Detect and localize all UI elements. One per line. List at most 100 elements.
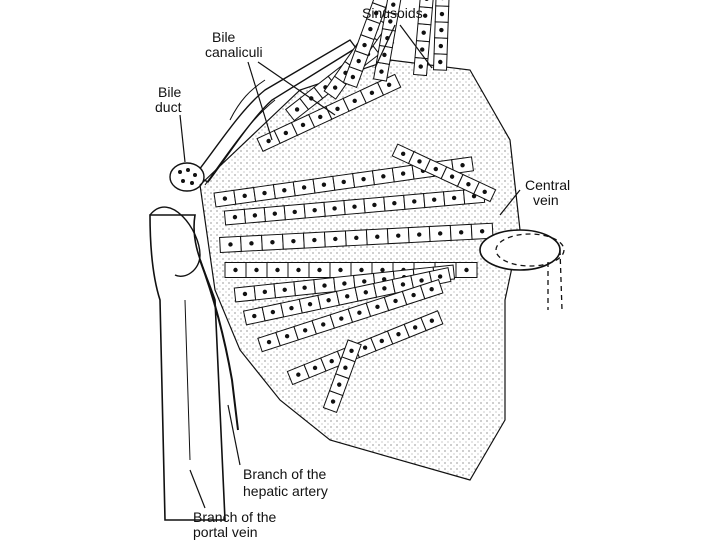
hepatocyte-nucleus [302,328,308,333]
hepatocyte-nucleus [337,382,342,387]
hepatocyte-nucleus [368,26,373,32]
portal-vein-inner-line [184,299,191,461]
hepatocyte-nucleus [439,11,445,17]
hepatocyte-nucleus [322,283,327,288]
hepatocyte-nucleus [438,59,443,65]
hepatocyte-nucleus [242,193,247,199]
label-sinusoids: Sinusoids [362,5,423,21]
hepatocyte-plates [213,0,497,414]
hepatocyte-nucleus [400,171,406,176]
hepatocyte-nucleus [438,43,444,49]
hepatocyte-plate [213,156,475,208]
hepatocyte-nucleus [372,202,377,208]
hepatocyte-nucleus [296,267,301,273]
label-portal-vein-line2: portal vein [193,524,258,540]
hepatocyte-cell [435,0,450,7]
hepatocyte-nucleus [393,298,398,304]
hepatocyte-nucleus [379,338,384,344]
hepatocyte-plate [242,267,452,326]
hepatocyte-nucleus [417,232,422,237]
hepatocyte-nucleus [357,310,362,315]
hepatocyte-nucleus [466,182,471,187]
label-hepatic-artery-line2: hepatic artery [243,483,328,499]
hepatocyte-plate [223,187,486,226]
hepatocyte-nucleus [312,365,318,371]
hepatocyte-nucleus [270,309,276,315]
label-central-vein-line1: Central [525,177,571,193]
hepatocyte-nucleus [291,238,296,244]
hepatocyte-nucleus [381,174,386,179]
hepatocyte-nucleus [292,209,297,215]
hepatocyte-nucleus [460,163,465,168]
hepatocyte-nucleus [464,267,469,273]
hepatocyte-plate [391,143,497,203]
hepatocyte-nucleus [343,365,348,370]
hepatocyte-nucleus [338,267,343,273]
hepatocyte-nucleus [356,58,361,64]
hepatic-artery-branch [199,259,239,431]
hepatocyte-nucleus [471,194,477,199]
hepatocyte-nucleus [396,331,401,337]
hepatocyte-nucleus [437,231,443,236]
hepatocyte-nucleus [352,98,357,104]
hepatocyte-nucleus [339,316,344,321]
hepatocyte-nucleus [392,200,397,206]
hepatocyte-nucleus [321,182,327,187]
hepatocyte-nucleus [284,333,290,339]
hepatocyte-nucleus [289,305,294,311]
hepatocyte-nucleus [282,287,287,292]
hepatocyte-nucleus [252,213,258,218]
hepatocyte-nucleus [381,277,387,282]
hepatocyte-nucleus [312,207,317,213]
hepatocyte-nucleus [233,267,238,273]
hepatocyte-nucleus [482,189,487,195]
hepatocyte-nucleus [272,211,278,216]
hepatocyte-nucleus [422,13,428,18]
leader-lines [179,24,521,509]
hepatocyte-nucleus [228,242,233,247]
hepatocyte-nucleus [352,204,357,209]
hepatocyte-nucleus [296,372,301,377]
bile-duct-branch [229,79,266,121]
hepatocyte-nucleus [252,313,257,319]
hepatocyte-nucleus [375,304,380,310]
label-hepatic-artery-line1: Branch of the [243,466,327,482]
hepatocyte-nucleus [449,174,455,179]
hepatocyte-nucleus [321,322,326,327]
hepatocyte-nucleus [419,278,424,283]
hepatocyte-nucleus [359,267,364,273]
hepatocyte-nucleus [418,64,423,69]
label-central-vein-line2: vein [533,192,559,208]
hepatocyte-nucleus [330,399,336,404]
hepatocyte-nucleus [262,289,268,295]
hepatocyte-plate [322,339,362,414]
hepatocyte-nucleus [429,287,434,292]
hepatocyte-nucleus [380,267,385,273]
hepatocyte-nucleus [301,185,307,190]
hepatocyte-nucleus [326,298,331,303]
hepatocyte-nucleus [382,52,387,58]
label-bile-duct-line2: duct [155,99,182,115]
hepatocyte-nucleus [332,85,338,90]
hepatocyte-nucleus [266,339,272,345]
hepatocyte-nucleus [391,2,396,7]
hepatocyte-nucleus [420,47,425,52]
hepatocyte-nucleus [332,206,337,211]
hepatocyte-nucleus [458,230,464,235]
hepatocyte-plate [219,222,494,254]
hepatocyte-nucleus [275,267,280,273]
hepatocyte-nucleus [388,19,393,24]
hepatocyte-nucleus [307,301,313,307]
hepatocyte-nucleus [232,214,238,220]
hepatocyte-nucleus [362,279,367,284]
hepatocyte-nucleus [335,106,340,112]
hepatocyte-nucleus [386,82,392,87]
hepatocyte-nucleus [300,122,306,128]
hepatocyte-nucleus [396,233,401,238]
hepatocyte-nucleus [318,114,323,120]
hepatocyte-nucleus [382,286,387,291]
hepatocyte-nucleus [412,199,417,204]
hepatocyte-nucleus [349,348,354,353]
